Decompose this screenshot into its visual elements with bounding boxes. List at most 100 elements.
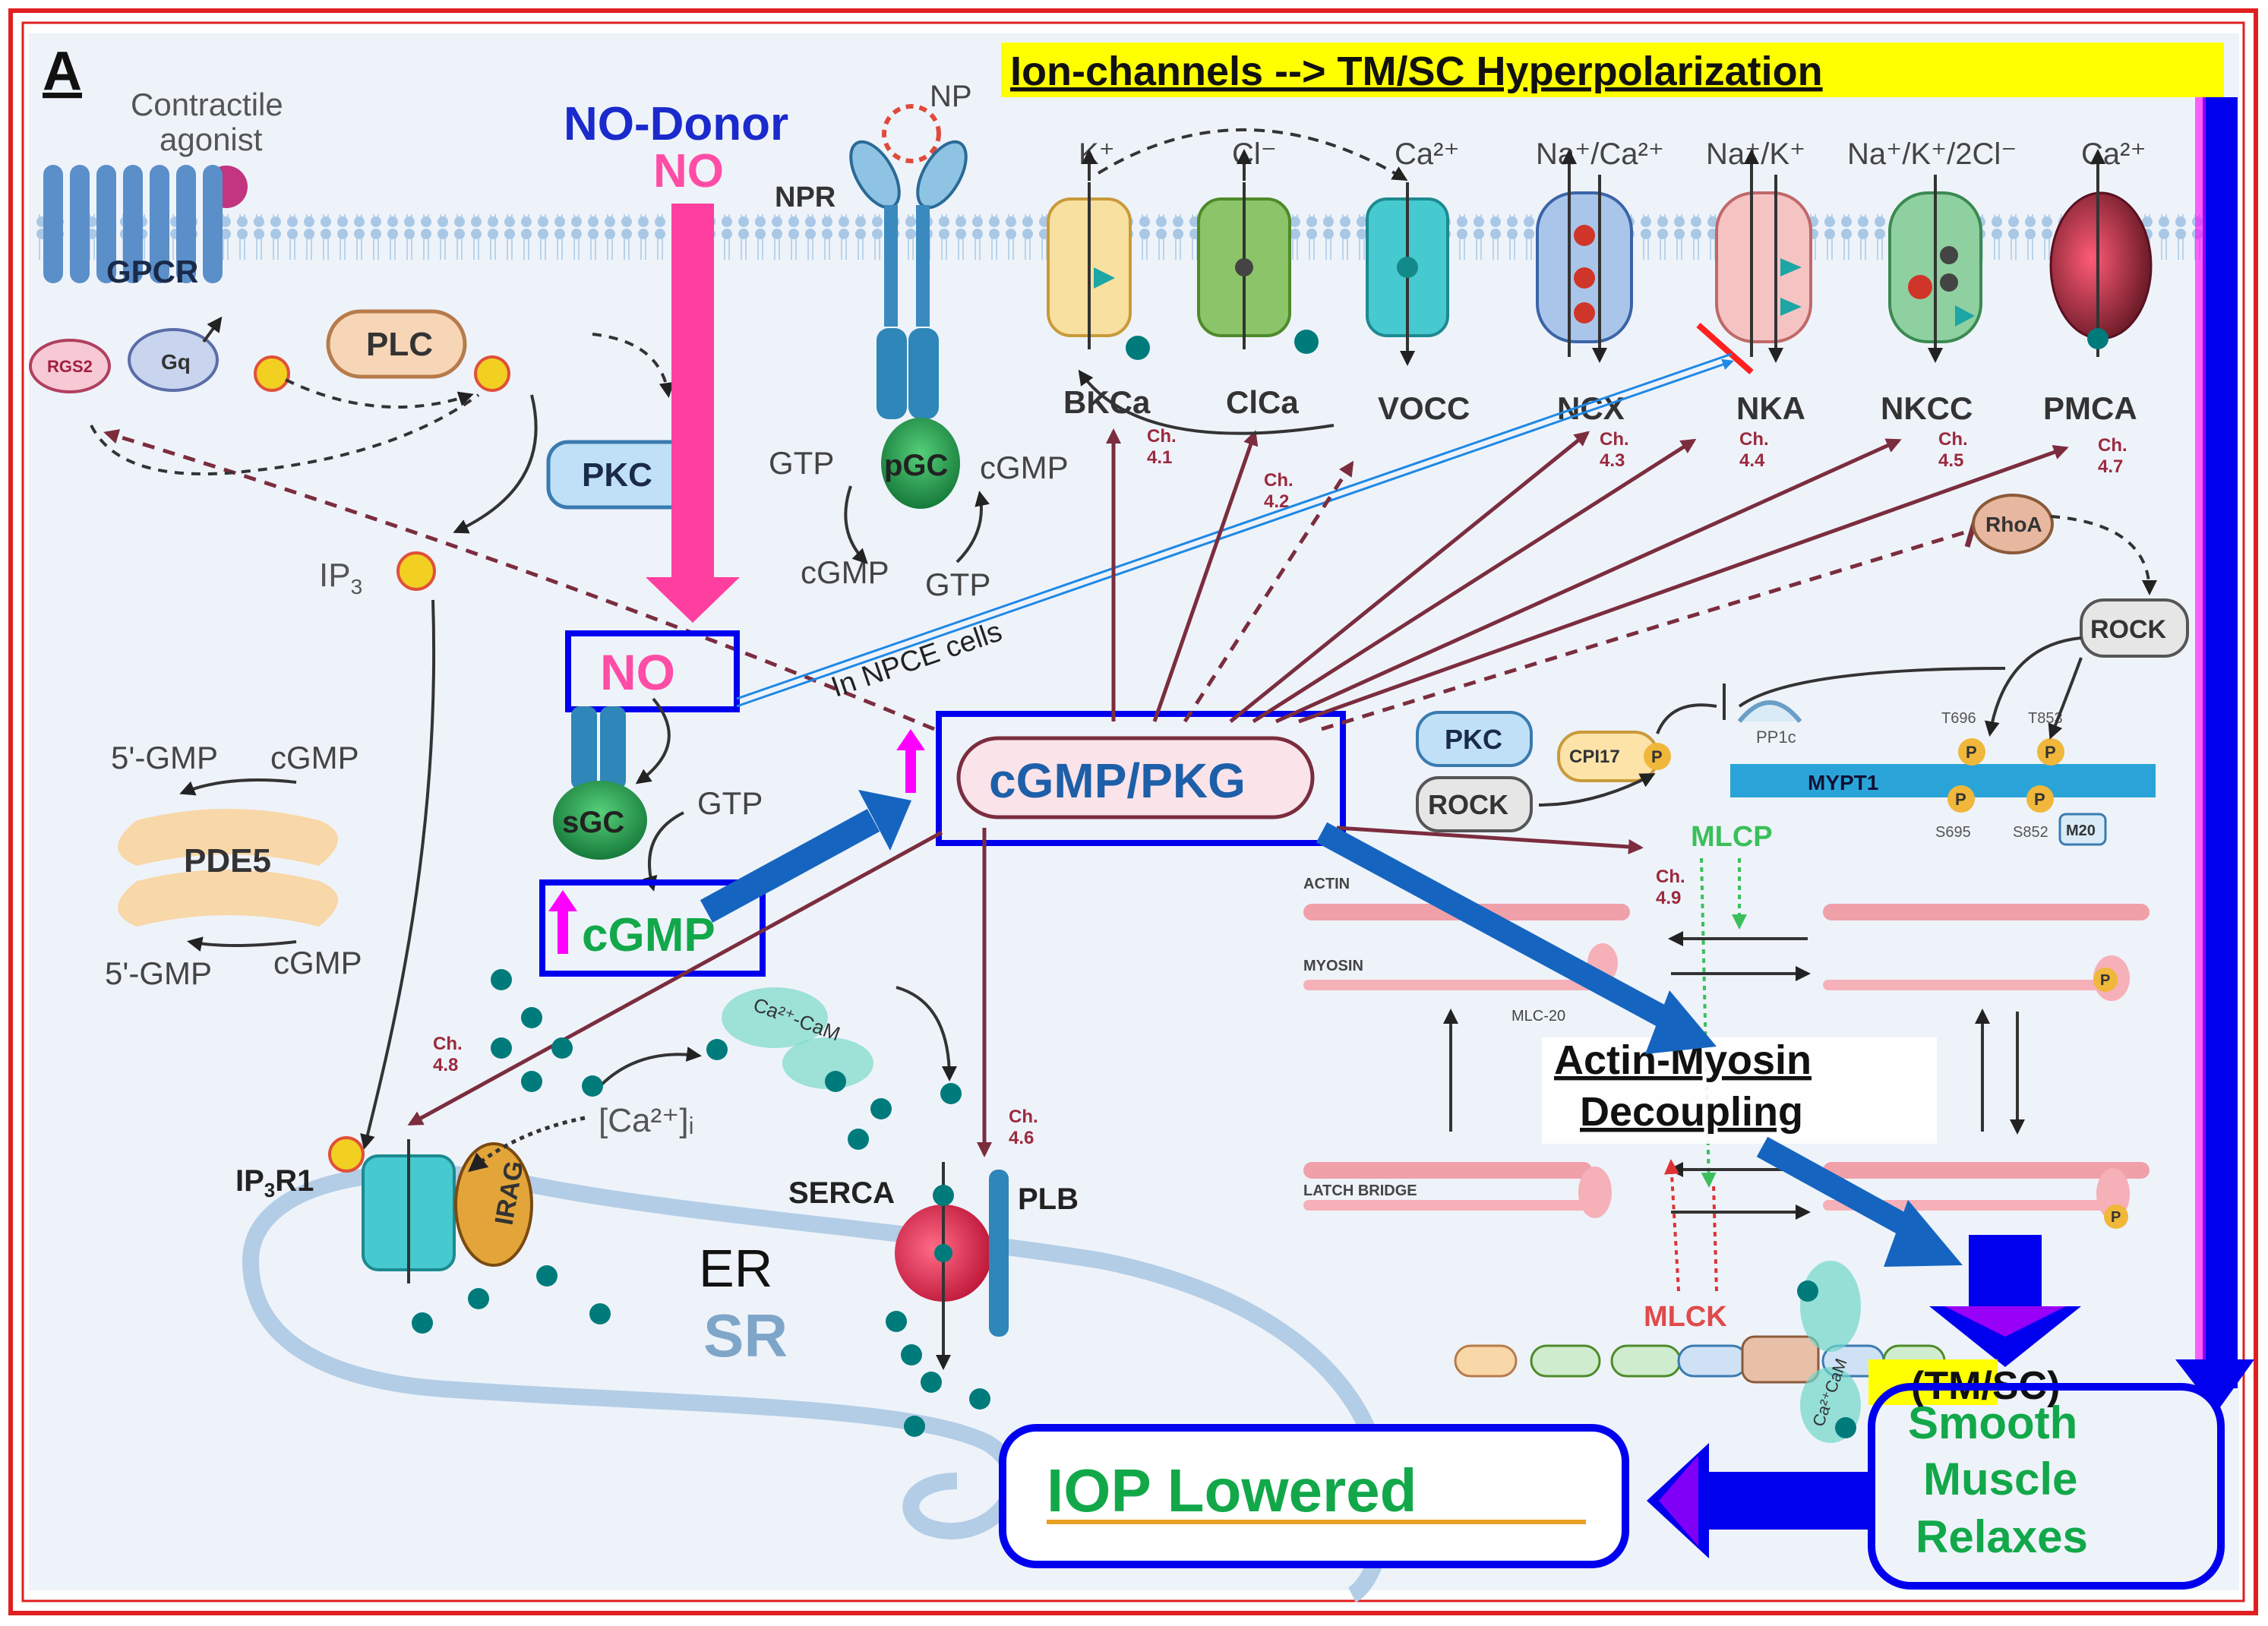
ca-cam-left-icon: [722, 987, 873, 1089]
gpcr-receptor-icon: [43, 165, 223, 283]
rock-top-label: ROCK: [2090, 615, 2167, 644]
pmca-pump-icon: [2049, 176, 2153, 357]
chapter-label-nka-prefix: Ch.: [1739, 429, 1769, 450]
chapter-label-ip3r-prefix: Ch.: [433, 1034, 463, 1054]
pgc-cgmp-bottom: cGMP: [801, 554, 889, 590]
ion-label-6: Ca²⁺: [2081, 137, 2146, 171]
chapter-label-pmca-prefix: Ch.: [2098, 435, 2127, 456]
bkca-channel-icon: [1047, 182, 1150, 360]
pgc-cgmp-right: cGMP: [980, 450, 1069, 485]
t853-phospho-icon: [2037, 738, 2064, 766]
chapter-label-clca-prefix: Ch.: [1264, 470, 1294, 491]
mlc20-label: MLC-20: [1511, 1008, 1565, 1025]
ip3-free-icon: [396, 551, 436, 591]
mypt1-label: MYPT1: [1808, 771, 1878, 794]
rock-mlcp-label: ROCK: [1428, 789, 1508, 820]
ip3r1-label: IP3R1: [235, 1164, 314, 1201]
pde5-top-left: 5'-GMP: [111, 740, 218, 775]
ion-label-5: Na⁺/K⁺/2Cl⁻: [1847, 137, 2017, 171]
to-iop-arrow-shaft: [1709, 1472, 1873, 1530]
latch-label: LATCH BRIDGE: [1303, 1182, 1417, 1199]
chapter-label-serca-prefix: Ch.: [1009, 1107, 1038, 1127]
gpcr-label: GPCR: [106, 254, 198, 289]
smooth-line1: Smooth: [1908, 1397, 2077, 1448]
iop-lowered-label: IOP Lowered: [1047, 1457, 1417, 1524]
rock-top-icon: [2080, 598, 2189, 658]
cgmp-up-arrow: [548, 890, 577, 911]
chapter-label-bkca: 4.1: [1147, 447, 1172, 468]
s852-label: S852: [2013, 824, 2048, 841]
mypt1-bar: [1730, 764, 2156, 797]
np-ligand-icon: [882, 104, 941, 163]
iop-lowered-box: [999, 1424, 1629, 1568]
cgmp-pkg-capsule: [956, 736, 1315, 819]
irag-icon: [454, 1142, 533, 1267]
pgc-gtp-bottom: GTP: [925, 567, 990, 602]
cpi17-label: CPI17: [1569, 747, 1620, 767]
rhoa-label: RhoA: [1985, 513, 2042, 536]
channel-label-ncx: NCX: [1557, 390, 1625, 426]
chapter-label-mlcp-prefix: Ch.: [1656, 867, 1685, 887]
actin-myosin-line2: Decoupling: [1580, 1089, 1803, 1135]
cgmp-box-label: cGMP: [582, 909, 715, 961]
rgs2-label: RGS2: [47, 357, 93, 376]
header-banner-bg: [1001, 43, 2224, 97]
agonist-label-2: agonist: [160, 122, 263, 157]
gq-label: Gq: [161, 350, 191, 374]
plb-label: PLB: [1018, 1182, 1079, 1216]
pkg-up-arrow: [896, 729, 925, 750]
ncx-exchanger-icon: [1536, 175, 1633, 357]
t696-label: T696: [1941, 710, 1976, 727]
pde5-bottom-left: 5'-GMP: [105, 955, 212, 991]
ip3-label: IP3: [319, 557, 362, 598]
chapter-label-pmca: 4.7: [2098, 456, 2123, 477]
npce-arrow: [736, 358, 1734, 708]
np-label: NP: [930, 80, 972, 113]
chapter-label-bkca-prefix: Ch.: [1147, 426, 1177, 447]
pp1c-label: PP1c: [1756, 728, 1796, 747]
s695-label: S695: [1935, 824, 1971, 841]
chapter-label-nkcc: 4.5: [1938, 450, 1963, 471]
pgc-label: pGC: [884, 449, 948, 482]
calcium-ions: [412, 969, 990, 1437]
channel-label-nka: NKA: [1736, 390, 1805, 426]
panel-letter: A: [43, 41, 82, 102]
no-diffusion-arrow-shaft: [671, 204, 714, 598]
ion-label-0: K⁺: [1079, 137, 1115, 171]
t696-phospho-label: P: [1966, 743, 1977, 762]
actin-label: ACTIN: [1303, 876, 1350, 892]
channel-label-vocc: VOCC: [1378, 390, 1470, 426]
cgmp-pkg-box: [936, 711, 1346, 846]
agonist-label-1: Contractile: [131, 87, 283, 122]
sgc-label: sGC: [562, 806, 624, 839]
rhoa-icon: [1972, 494, 2054, 554]
channel-label-pmca: PMCA: [2043, 390, 2137, 426]
nka-pump-icon: [1696, 175, 1812, 374]
decoupling-to-relax-arrow: [1756, 1136, 1920, 1241]
pp1c-icon: [1737, 700, 1802, 723]
plc-label: PLC: [366, 326, 433, 363]
dag-molecule-icon: [474, 355, 510, 392]
ip3r1-channel-icon: [328, 1136, 456, 1283]
rgs2-icon: [29, 339, 111, 393]
sgc-gtp: GTP: [697, 785, 763, 821]
npr-label: NPR: [775, 182, 835, 213]
npr-receptor-icon: [849, 140, 968, 419]
outer-frame: [8, 8, 2258, 1615]
chapter-label-ncx: 4.3: [1600, 450, 1625, 471]
no-diffusion-arrow-head: [646, 577, 740, 623]
smooth-line3: Relaxes: [1916, 1511, 2088, 1562]
ion-label-2: Ca²⁺: [1395, 137, 1460, 171]
s852-phospho-icon: [2026, 785, 2054, 813]
plc-icon: [326, 309, 467, 379]
ion-label-3: Na⁺/Ca²⁺: [1536, 137, 1664, 171]
to-smooth-muscle-arrow-shaft: [1969, 1235, 2042, 1306]
pgc-icon: [881, 418, 960, 509]
channel-label-nkcc: NKCC: [1881, 390, 1973, 426]
ca-i-label: [Ca²⁺]ᵢ: [599, 1102, 694, 1139]
pde5-top-right: cGMP: [270, 740, 359, 775]
hyperpolarization-arrow-shaft: [2203, 97, 2238, 1388]
ion-label-4: Na⁺/K⁺: [1706, 137, 1805, 171]
cgmp-pkg-label: cGMP/PKG: [989, 753, 1246, 808]
